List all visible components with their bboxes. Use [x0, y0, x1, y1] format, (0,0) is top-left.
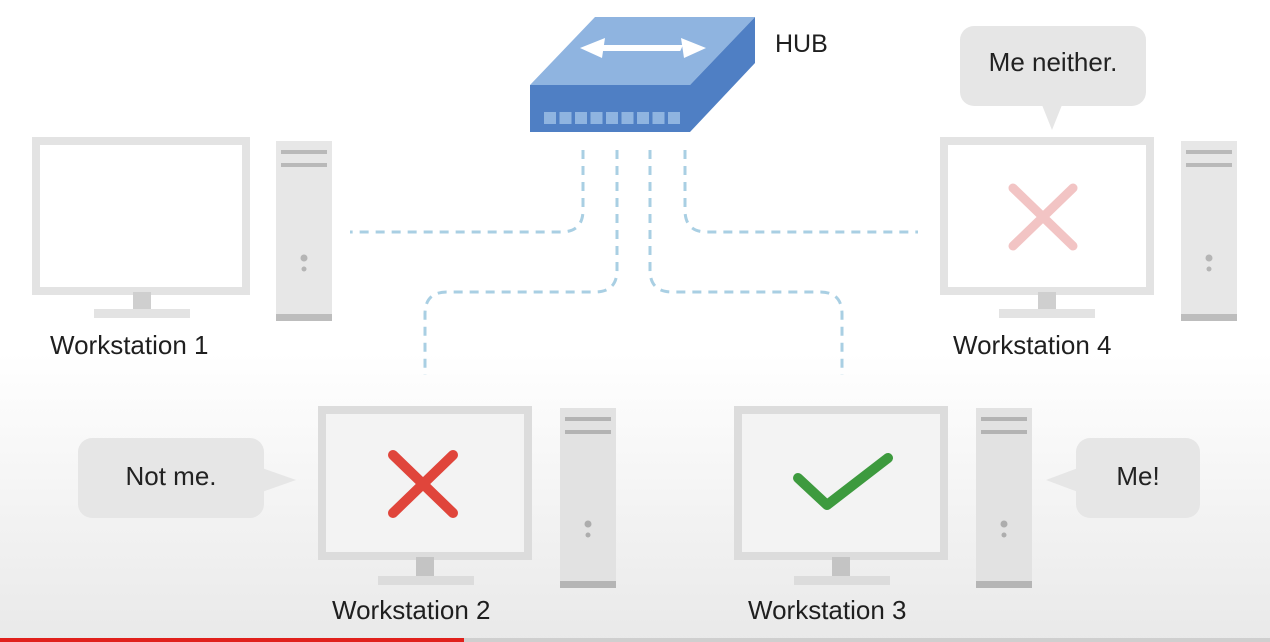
hub-port — [606, 112, 618, 124]
workstation-2 — [78, 406, 616, 588]
hub-side — [690, 17, 755, 132]
link-hub-workstation-2 — [423, 150, 619, 375]
monitor-screen — [734, 406, 948, 560]
reject-faded-icon — [1008, 183, 1078, 251]
workstation-2-label: Workstation 2 — [332, 595, 491, 625]
video-progress-bar[interactable] — [0, 638, 1270, 642]
workstation-1-label: Workstation 1 — [50, 330, 209, 360]
hub-front — [530, 85, 690, 132]
computer-tower — [1181, 141, 1237, 321]
hub-label: HUB — [775, 30, 828, 58]
monitor-neck — [133, 292, 151, 310]
video-progress-fill — [0, 638, 464, 642]
hub-port — [559, 112, 572, 124]
hub-ports — [544, 112, 680, 124]
monitor-neck — [1038, 292, 1056, 310]
monitor-base — [94, 309, 190, 318]
computer-tower — [560, 408, 616, 588]
hub-arrow-icon — [580, 38, 706, 58]
speech-bubble-workstation-3 — [1046, 438, 1200, 518]
hub-port — [621, 112, 634, 124]
workstation-4-label: Workstation 4 — [953, 330, 1112, 360]
connections — [350, 150, 918, 375]
monitor-screen — [32, 137, 250, 295]
monitor-neck — [832, 557, 850, 577]
computer-tower — [276, 141, 332, 321]
hub-port — [544, 112, 556, 124]
speech-bubble-workstation-2 — [78, 438, 296, 518]
speech-text-workstation-2: Not me. — [125, 461, 217, 491]
monitor-base — [794, 576, 890, 585]
workstation-3 — [734, 406, 1200, 588]
speech-bubble-workstation-4 — [960, 26, 1146, 130]
hub-port — [668, 112, 680, 124]
monitor-base — [999, 309, 1095, 318]
workstation-1 — [32, 137, 332, 321]
workstation-3-label: Workstation 3 — [748, 595, 907, 625]
link-hub-workstation-1 — [350, 150, 585, 234]
monitor-base — [378, 576, 474, 585]
workstation-4 — [940, 26, 1237, 321]
speech-text-workstation-4: Me neither. — [988, 47, 1118, 77]
hub-port — [652, 112, 665, 124]
link-hub-workstation-3 — [648, 150, 844, 375]
link-hub-workstation-4 — [683, 150, 918, 234]
hub-port — [575, 112, 587, 124]
monitor-neck — [416, 557, 434, 577]
hub-port — [637, 112, 649, 124]
speech-text-workstation-3: Me! — [1116, 461, 1160, 491]
accept-icon — [793, 453, 893, 510]
hub-device — [530, 17, 755, 132]
hub-port — [590, 112, 603, 124]
computer-tower — [976, 408, 1032, 588]
reject-icon — [388, 450, 458, 518]
